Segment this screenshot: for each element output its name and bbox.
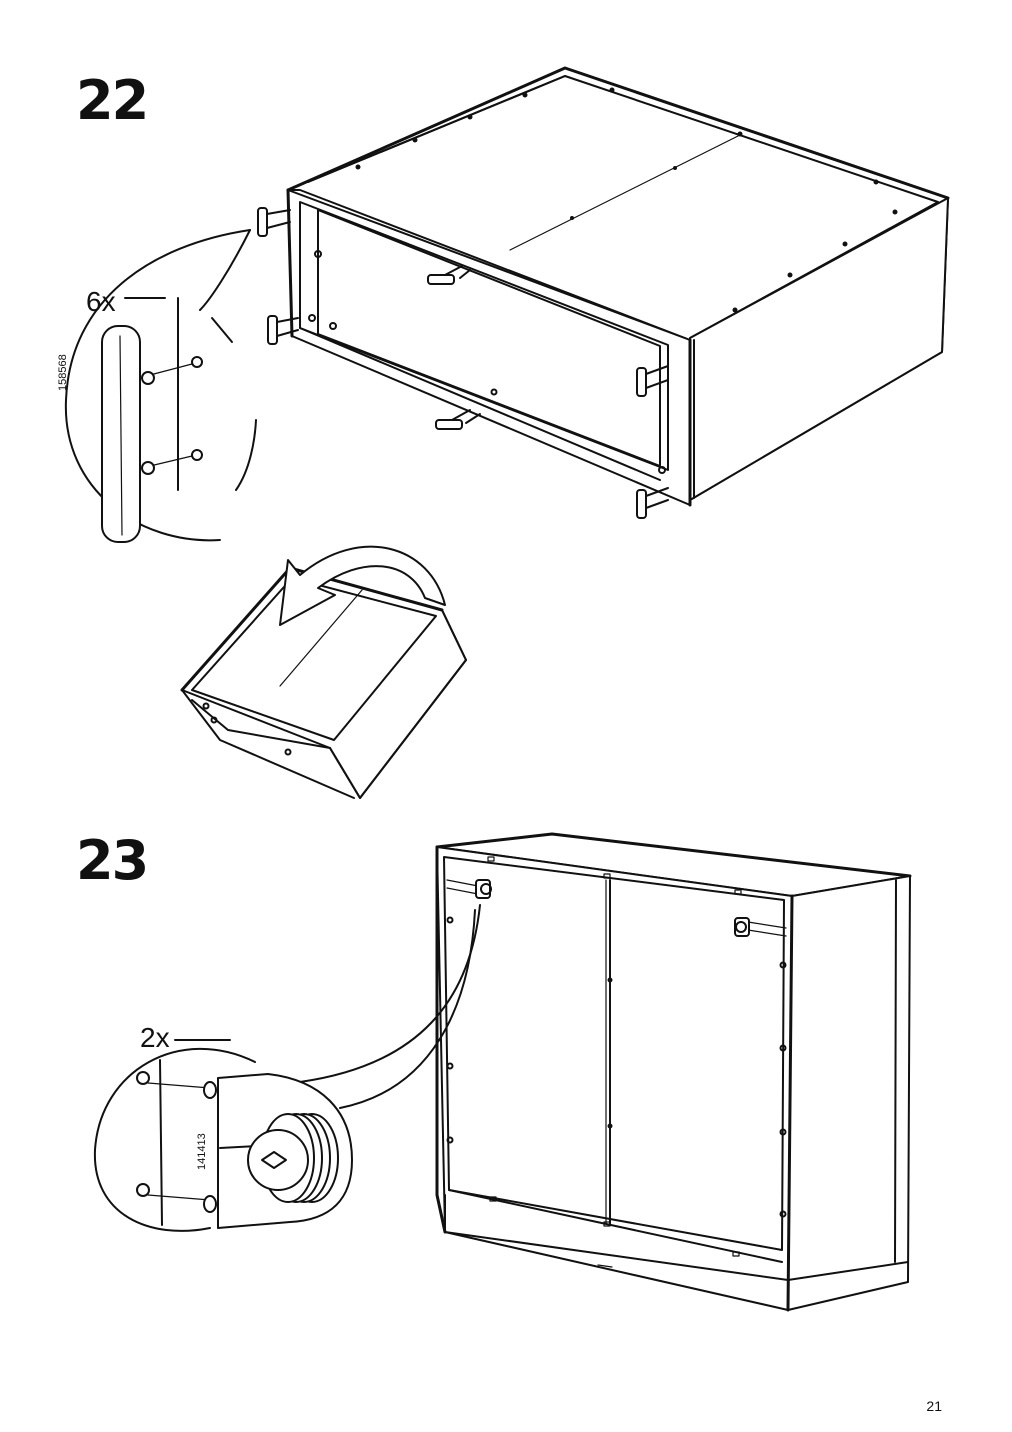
step-22-drawer-box <box>257 66 950 519</box>
step-22-part-id: 158568 <box>57 354 69 391</box>
step-23-quantity-label: 2x <box>140 1022 170 1053</box>
rotated-drawer-box <box>180 566 467 799</box>
step-23-number: 23 <box>76 829 149 892</box>
connector-peg-icon <box>636 365 669 397</box>
glide-icon <box>734 917 787 937</box>
page-number: 21 <box>926 1398 942 1414</box>
step-23-detail-callout <box>93 904 481 1232</box>
connector-peg-icon <box>636 487 669 519</box>
glide-icon <box>446 879 492 899</box>
connector-peg-icon <box>427 265 471 285</box>
curved-arrow-icon <box>279 545 446 626</box>
step-23-part-id: 141413 <box>196 1133 208 1170</box>
step-22-detail-callout <box>64 229 257 543</box>
connector-peg-icon <box>257 207 291 237</box>
step-22-quantity-label: 6x <box>86 286 116 317</box>
connector-peg-icon <box>435 409 481 430</box>
step-23-cabinet <box>435 832 912 1312</box>
connector-peg-icon <box>267 315 299 345</box>
step-22-number: 22 <box>76 69 149 132</box>
